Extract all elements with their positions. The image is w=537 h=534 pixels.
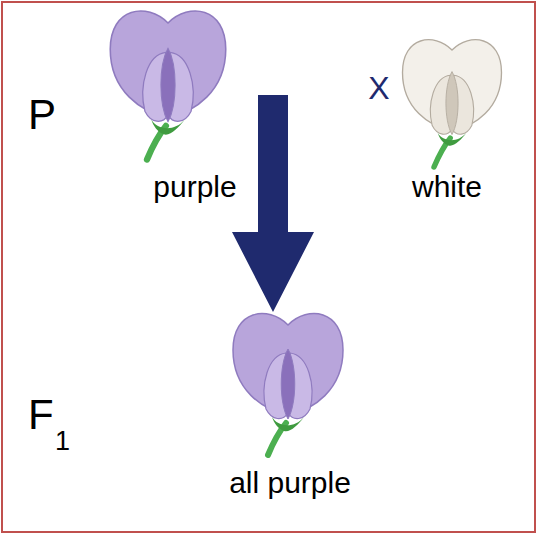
generation-label: P [28,94,56,136]
cross-arrow [232,95,314,312]
purple-flower [233,314,343,455]
generation-subscript: 1 [55,428,70,455]
white-flower [403,40,502,167]
phenotype-label: purple [153,172,236,202]
cross-symbol: X [368,72,389,104]
generation-label: F [28,394,54,436]
purple-flower [110,11,226,159]
phenotype-label: white [412,172,482,202]
phenotype-label: all purple [229,468,351,498]
